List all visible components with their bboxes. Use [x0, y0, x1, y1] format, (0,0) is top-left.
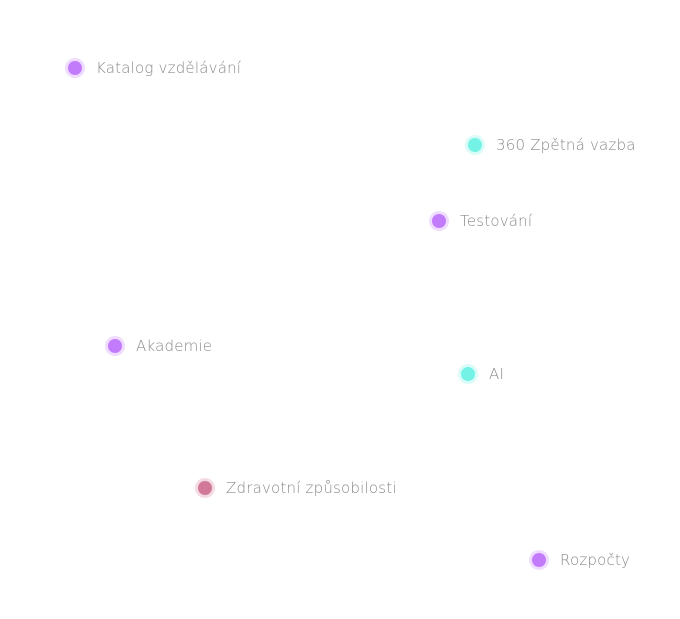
dot-icon: [198, 481, 212, 495]
node-label: Akademie: [136, 337, 213, 355]
node-label: Testování: [460, 212, 533, 230]
node-label: Katalog vzdělávání: [96, 59, 242, 77]
dot-icon: [68, 61, 82, 75]
node-label: Zdravotní způsobilosti: [226, 479, 397, 497]
node-katalog-vzdelavani[interactable]: Katalog vzdělávání: [68, 59, 242, 77]
node-label: Rozpočty: [560, 551, 631, 569]
node-zdravotni-zpusobilosti[interactable]: Zdravotní způsobilosti: [198, 479, 397, 497]
node-testovani[interactable]: Testování: [432, 212, 533, 230]
dot-icon: [461, 367, 475, 381]
dot-icon: [108, 339, 122, 353]
dot-icon: [432, 214, 446, 228]
node-label: AI: [489, 365, 505, 383]
node-akademie[interactable]: Akademie: [108, 337, 213, 355]
node-360-zpetna-vazba[interactable]: 360 Zpětná vazba: [468, 136, 636, 154]
node-rozpocty[interactable]: Rozpočty: [532, 551, 631, 569]
node-label: 360 Zpětná vazba: [496, 136, 636, 154]
node-ai[interactable]: AI: [461, 365, 505, 383]
dot-icon: [532, 553, 546, 567]
dot-icon: [468, 138, 482, 152]
